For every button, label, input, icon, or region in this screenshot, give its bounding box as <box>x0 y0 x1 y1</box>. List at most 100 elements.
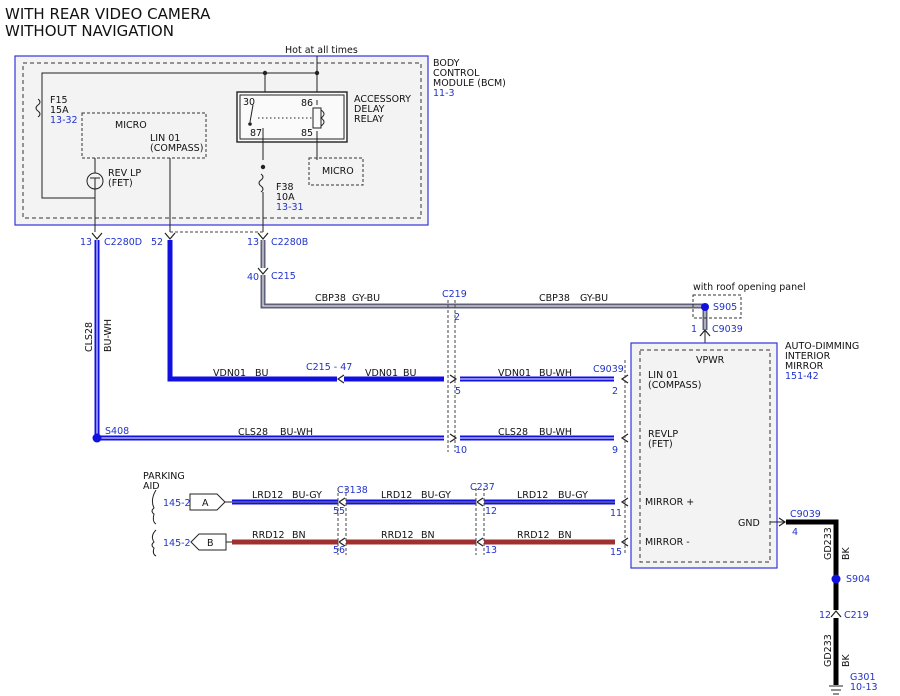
parking-connector-b <box>190 533 227 551</box>
accessory-delay-relay-box <box>236 91 348 143</box>
lrd12-a-color: BU-GY <box>292 490 322 501</box>
page-title-line-2: WITHOUT NAVIGATION <box>5 22 174 40</box>
fuse-f38-page: 13-31 <box>276 202 304 213</box>
gd233-a-circuit: GD233 <box>823 527 834 560</box>
mirror-lin-label-1: LIN 01 <box>648 370 678 381</box>
bcm-inner-box <box>22 62 422 219</box>
fuse-f38-rating: 10A <box>276 192 295 203</box>
c215-connector-icon <box>257 267 269 275</box>
c219-bot-label: C219 <box>844 610 869 621</box>
s904-label: S904 <box>846 574 870 585</box>
parking-b-page: 145-2 <box>163 538 191 549</box>
c2280b-label: C2280B <box>271 237 308 248</box>
lrd12-c-circuit: LRD12 <box>517 490 548 501</box>
rrd12-b-circuit: RRD12 <box>381 530 414 541</box>
lrd12-c-color: BU-GY <box>558 490 588 501</box>
bcm-name-2: CONTROL <box>433 68 480 79</box>
pin-10-label: 10 <box>455 445 467 456</box>
g301-label: G301 <box>850 672 876 683</box>
rrd12-a-circuit: RRD12 <box>252 530 285 541</box>
cbp38-a-circuit: CBP38 <box>315 293 346 304</box>
parking-aid-label-2: AID <box>143 481 160 492</box>
cls28-vert-circuit: CLS28 <box>84 322 95 352</box>
s408-label: S408 <box>105 426 129 437</box>
s905-note: with roof opening panel <box>693 282 806 293</box>
rrd12-c-circuit: RRD12 <box>517 530 550 541</box>
c9039-lin-label: C9039 <box>593 364 624 375</box>
vdn01-c-color: BU-WH <box>539 368 572 379</box>
c215-47-label: C215 - 47 <box>306 362 352 373</box>
fuse-f15-rating: 15A <box>50 105 69 116</box>
pin-56-label: 56 <box>333 545 345 556</box>
cls28-b-color: BU-WH <box>539 427 572 438</box>
fuse-f15-page: 13-32 <box>50 115 78 126</box>
pin-9-label: 9 <box>612 445 618 456</box>
bcm-lin-label-2: (COMPASS) <box>150 143 203 154</box>
mirror-module-box <box>630 342 778 569</box>
s904-splice-dot <box>831 574 841 584</box>
mirror-page-ref: 151-42 <box>785 371 819 382</box>
relay-pin-87: 87 <box>250 128 262 139</box>
relay-pin-30: 30 <box>243 97 255 108</box>
c2280d-pin: 13 <box>80 237 92 248</box>
relay-pin-85: 85 <box>301 128 313 139</box>
c219-label: C219 <box>442 289 467 300</box>
c9039-top-pin: 1 <box>691 324 697 335</box>
parking-a-letter: A <box>202 498 209 509</box>
bcm-name-3: MODULE (BCM) <box>433 78 506 89</box>
mirror-plus-label: MIRROR + <box>645 497 694 508</box>
mirror-name-2: INTERIOR <box>785 351 831 362</box>
relay-name-1: ACCESSORY <box>354 94 411 105</box>
c219-bot-pin: 12 <box>819 610 831 621</box>
rrd12-b-color: BN <box>421 530 435 541</box>
cls28-a-color: BU-WH <box>280 427 313 438</box>
cbp38-b-color: GY-BU <box>580 293 608 304</box>
rev-lp-label-1: REV LP <box>108 168 141 179</box>
hot-at-all-times-label: Hot at all times <box>285 45 358 56</box>
rev-lp-label-2: (FET) <box>108 178 133 189</box>
fuse-f15-symbol <box>35 98 41 118</box>
mirror-name-3: MIRROR <box>785 361 824 372</box>
pin-13-label: 13 <box>485 545 497 556</box>
vdn01-b-color: BU <box>403 368 417 379</box>
bcm-page-ref: 11-3 <box>433 88 455 99</box>
rrd12-a-color: BN <box>292 530 306 541</box>
lrd12-b-color: BU-GY <box>421 490 451 501</box>
pin-12-label: 12 <box>485 506 497 517</box>
lrd12-b-circuit: LRD12 <box>381 490 412 501</box>
cls28-vert-color: BU-WH <box>103 319 114 352</box>
mirror-minus-label: MIRROR - <box>645 537 690 548</box>
pin-52-label: 52 <box>151 237 163 248</box>
pin-5-label: 5 <box>455 386 461 397</box>
fuse-f38-name: F38 <box>276 182 294 193</box>
c215-label: C215 <box>271 271 296 282</box>
lrd12-a-circuit: LRD12 <box>252 490 283 501</box>
bcm-label: BODY CONTROL MODULE (BCM) 11-3 <box>433 58 506 99</box>
mirror-name-1: AUTO-DIMMING <box>785 341 859 352</box>
bcm-micro-label: MICRO <box>115 120 147 131</box>
c2280d-label: C2280D <box>104 237 142 248</box>
s905-splice-dot <box>701 303 709 311</box>
pin-15-label: 15 <box>610 547 622 558</box>
g301-page: 10-13 <box>850 682 878 693</box>
gd233-b-color: BK <box>841 653 852 667</box>
c2280b-pin: 13 <box>247 237 259 248</box>
c219-pin: 2 <box>454 312 460 323</box>
cbp38-b-circuit: CBP38 <box>539 293 570 304</box>
c9039-gnd-pin: 4 <box>792 527 798 538</box>
pin-11-label: 11 <box>610 508 622 519</box>
pin-55-label: 55 <box>333 506 345 517</box>
s408-splice-dot <box>92 433 102 443</box>
pin-52-connector-icon <box>164 232 176 240</box>
vdn01-c-circuit: VDN01 <box>498 368 531 379</box>
wire-vdn01-a <box>167 240 337 382</box>
fuse-f38-symbol <box>258 173 264 193</box>
relay-name-2: DELAY <box>354 104 385 115</box>
parking-connector-a <box>189 493 226 511</box>
bcm-module-box <box>14 55 429 226</box>
relay-pin-86: 86 <box>301 98 313 109</box>
bcm-bus-wire <box>41 56 318 199</box>
c215-pin: 40 <box>247 272 259 283</box>
